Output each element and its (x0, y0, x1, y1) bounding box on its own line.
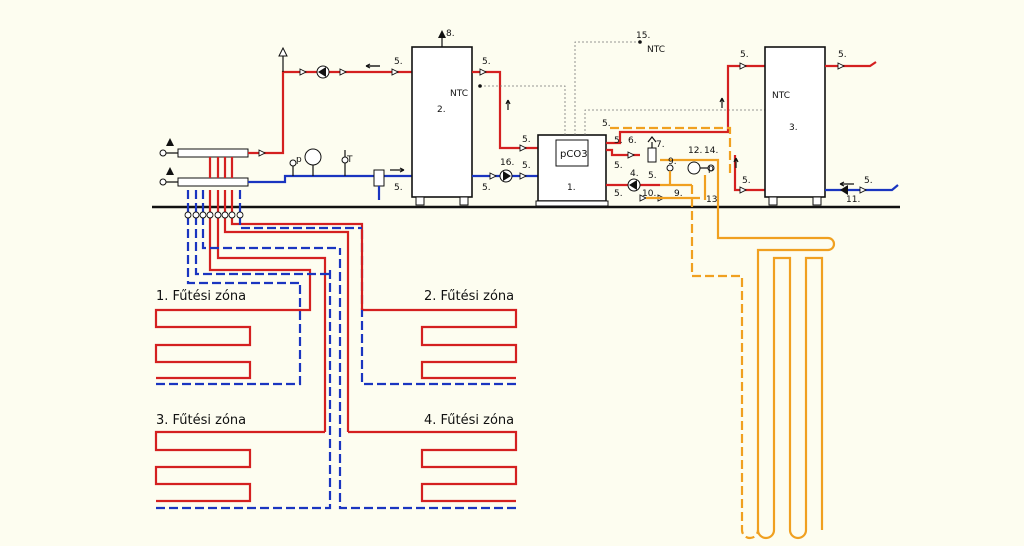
pump-16 (499, 169, 513, 183)
ntc-label-15: NTC (647, 45, 665, 55)
label-5-h: 5. (838, 50, 847, 60)
zone-2-title: 2. Fűtési zóna (424, 289, 514, 304)
heat-pump-number: 1. (567, 183, 576, 193)
pump-4 (606, 178, 660, 192)
zone-4-coil (338, 248, 518, 510)
valves-mid (479, 68, 528, 180)
label-5-e: 5. (482, 183, 491, 193)
label-5-j: 5. (864, 176, 873, 186)
label-11: 11. (846, 195, 860, 205)
zone-3-title: 3. Fűtési zóna (156, 413, 246, 428)
air-vent-left (278, 46, 288, 57)
label-5-b: 5. (482, 57, 491, 67)
label-5-c: 5. (522, 135, 531, 145)
storage-tank-2 (411, 30, 473, 206)
label-5-k: 5. (602, 119, 611, 129)
pipe-tank3-return (733, 155, 765, 192)
label-5-d: 5. (522, 161, 531, 171)
label-t-gauge: T (346, 155, 353, 165)
zone-1-title: 1. Fűtési zóna (156, 289, 246, 304)
zone-2-coil (360, 228, 518, 386)
supply-pump (316, 65, 330, 79)
storage-tank-3 (764, 46, 826, 206)
label-p-gauge: p (296, 155, 302, 165)
label-12: 12. (688, 146, 702, 156)
label-7: 7. (656, 140, 665, 150)
label-5-a: 5. (394, 57, 403, 67)
label-15: 15. (636, 31, 650, 41)
ntc-label-tank2: NTC (450, 89, 468, 99)
valves-top-supply (258, 68, 400, 157)
label-5-f: 5. (394, 183, 403, 193)
zone-1-coil (154, 283, 302, 386)
label-5-m: 5. (614, 189, 623, 199)
ntc-label-tank3: NTC (772, 91, 790, 101)
zone-4-title: 4. Fűtési zóna (424, 413, 514, 428)
supply-pipe-top (248, 70, 412, 155)
tank-3-number: 3. (789, 123, 798, 133)
label-5-g: 5. (740, 50, 749, 60)
expansion-and-gauges (289, 148, 385, 200)
ground-loop (610, 126, 836, 540)
label-5-i: 5. (742, 176, 751, 186)
label-9-a: 9. (668, 157, 677, 167)
unit-labels: pCO3 1. 2. 3. (437, 105, 798, 193)
label-5-o: 5. (614, 136, 623, 146)
return-pipe-top (248, 174, 412, 184)
zone-3-coil (154, 266, 332, 510)
dhw-outlet (825, 61, 877, 68)
label-16: 16. (500, 158, 514, 168)
label-9-b: 9. (674, 189, 683, 199)
zone-titles: 1. Fűtési zóna 2. Fűtési zóna 3. Fűtési … (156, 289, 514, 428)
label-13: 13 (706, 195, 717, 205)
controller-label: pCO3 (560, 149, 588, 160)
label-14: 14. (704, 146, 718, 156)
tank-2-number: 2. (437, 105, 446, 115)
label-5-l: 5. (614, 161, 623, 171)
component-labels: NTC NTC NTC 15. 8. 5. 5. 5. 5. 5. 5. 5. … (296, 29, 873, 205)
label-10: 10. (642, 189, 656, 199)
label-5-n: 5. (648, 171, 657, 181)
label-6: 6. (628, 136, 637, 146)
label-4: 4. (630, 169, 639, 179)
label-8: 8. (446, 29, 455, 39)
flow-arrows (365, 63, 854, 187)
heat-pump-unit (535, 134, 609, 207)
pump-11 (840, 185, 848, 195)
label-p-ground: p (708, 164, 714, 174)
manifold (159, 138, 249, 219)
pipe-hp-to-tank3-supply (606, 64, 765, 145)
valves-right (627, 62, 748, 194)
